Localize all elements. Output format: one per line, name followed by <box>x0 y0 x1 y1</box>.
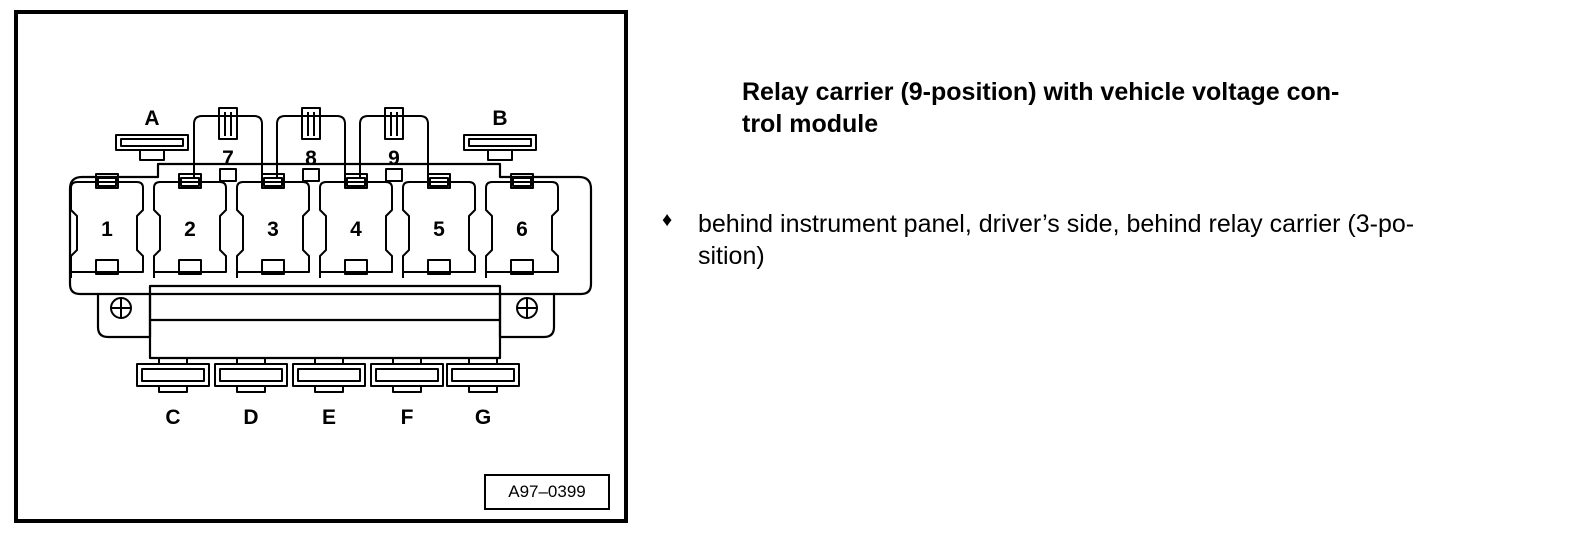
relay-slot <box>319 173 393 278</box>
top-connector-label: B <box>492 107 507 130</box>
bottom-connector <box>136 358 210 393</box>
relay-carrier-figure: 7 8 9 1 2 3 4 5 6 A B C D E F G A97–0399 <box>14 10 628 523</box>
relay-slot <box>70 173 144 278</box>
upper-relay-slot <box>276 107 346 182</box>
bottom-connector-label: E <box>322 406 336 429</box>
heading-line-1: Relay carrier (9-position) with vehicle … <box>742 78 1340 106</box>
bottom-connector-label: D <box>243 406 258 429</box>
location-text: behind instrument panel, driver’s side, … <box>698 208 1558 272</box>
section-heading: Relay carrier (9-position) with vehicle … <box>742 76 1502 140</box>
relay-slot <box>402 173 476 278</box>
slot-label: 5 <box>433 218 445 241</box>
slot-label: 1 <box>101 218 113 241</box>
bottom-connector-label: F <box>401 406 414 429</box>
top-connector <box>463 134 537 161</box>
left-mounting-ear <box>96 294 152 339</box>
bottom-connector <box>214 358 288 393</box>
slot-label: 2 <box>184 218 196 241</box>
central-body <box>148 284 502 360</box>
slot-label: 6 <box>516 218 528 241</box>
bottom-connector <box>446 358 520 393</box>
figure-id-label: A97–0399 <box>484 474 610 510</box>
upper-slot-label: 7 <box>222 147 234 170</box>
top-connector-label: A <box>144 107 159 130</box>
bottom-connector <box>292 358 366 393</box>
bottom-connector-label: C <box>165 406 180 429</box>
slot-label: 4 <box>350 218 362 241</box>
top-connector <box>115 134 189 161</box>
diamond-bullet-icon: ♦ <box>662 209 673 231</box>
right-mounting-ear <box>498 294 556 339</box>
location-line-2: sition) <box>698 242 765 270</box>
relay-slot <box>236 173 310 278</box>
upper-relay-slot <box>359 107 429 182</box>
upper-slot-label: 8 <box>305 147 317 170</box>
upper-relay-slot <box>193 107 263 182</box>
relay-slot <box>153 173 227 278</box>
slot-label: 3 <box>267 218 279 241</box>
relay-slot <box>485 173 559 278</box>
bottom-connector <box>370 358 444 393</box>
left-screw-icon <box>110 297 132 319</box>
right-screw-icon <box>516 297 538 319</box>
upper-slot-label: 9 <box>388 147 400 170</box>
bottom-connector-label: G <box>475 406 491 429</box>
heading-line-2: trol module <box>742 110 879 138</box>
location-line-1: behind instrument panel, driver’s side, … <box>698 210 1415 238</box>
relay-carrier-diagram: 7 8 9 1 2 3 4 5 6 A B C D E F G <box>68 107 593 429</box>
